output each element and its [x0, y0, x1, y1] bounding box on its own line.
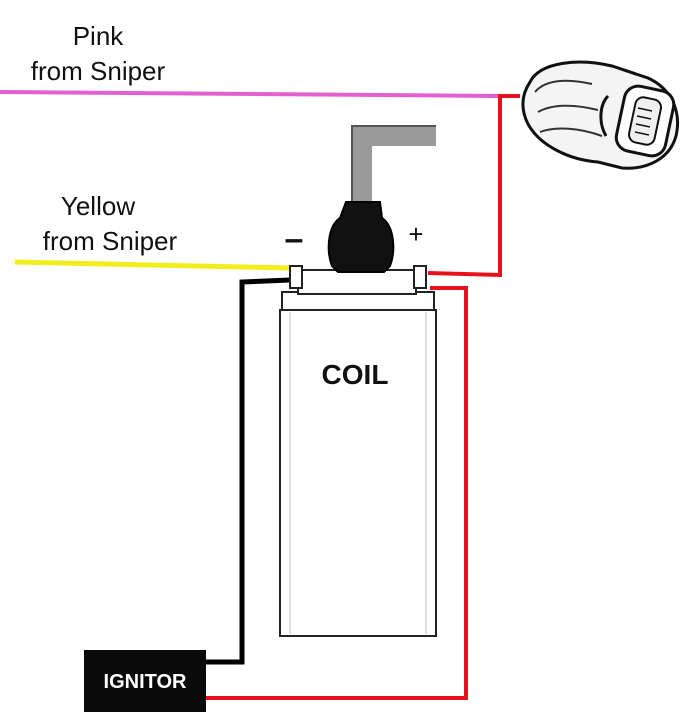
plus-sign: + — [408, 219, 423, 249]
pink-label-line1: Pink — [73, 21, 125, 51]
coil-boot — [327, 201, 395, 273]
negative-terminal — [289, 265, 303, 289]
black-wire-minus-to-ignitor — [206, 277, 291, 665]
yellow-label-line2: from Sniper — [43, 226, 178, 256]
ignitor-label: IGNITOR — [104, 671, 188, 693]
red-wire-plus-to-ignitor — [206, 286, 468, 700]
high-tension-lead — [352, 126, 436, 216]
pink-label-line2: from Sniper — [31, 56, 166, 86]
pink-wire — [0, 90, 501, 98]
ignitor-box: IGNITOR — [84, 650, 206, 712]
yellow-label-line1: Yellow — [61, 191, 135, 221]
ignition-coil — [279, 265, 437, 637]
yellow-wire — [14, 259, 291, 271]
sniper-connector-plug — [521, 60, 679, 170]
minus-sign: – — [285, 220, 304, 258]
coil-label: COIL — [322, 359, 389, 390]
positive-terminal — [413, 265, 427, 289]
red-wire-connector-to-plus — [427, 94, 520, 278]
